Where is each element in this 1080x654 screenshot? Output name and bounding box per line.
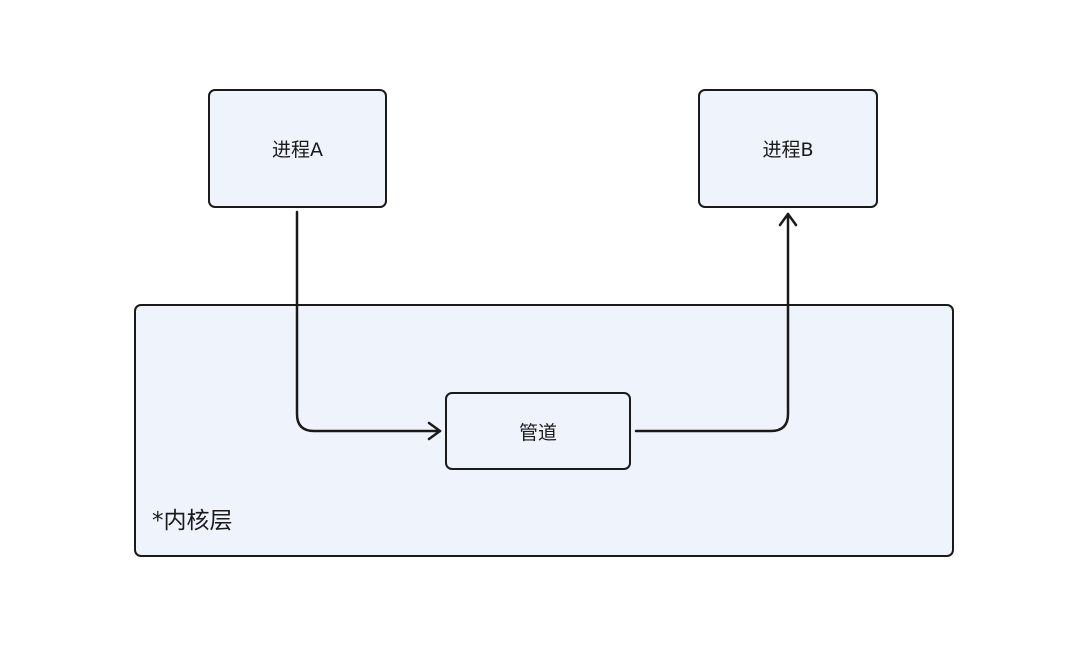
pipe-label: 管道 [518,421,557,444]
process-a-node: 进程A [208,89,387,208]
process-b-label: 进程B [762,139,814,161]
kernel-layer-label: *内核层 [152,508,233,534]
pipe-node: 管道 [445,392,631,470]
process-b-arrowhead [778,212,798,227]
process-a-label: 进程A [272,139,323,161]
process-b-node: 进程B [698,89,878,208]
